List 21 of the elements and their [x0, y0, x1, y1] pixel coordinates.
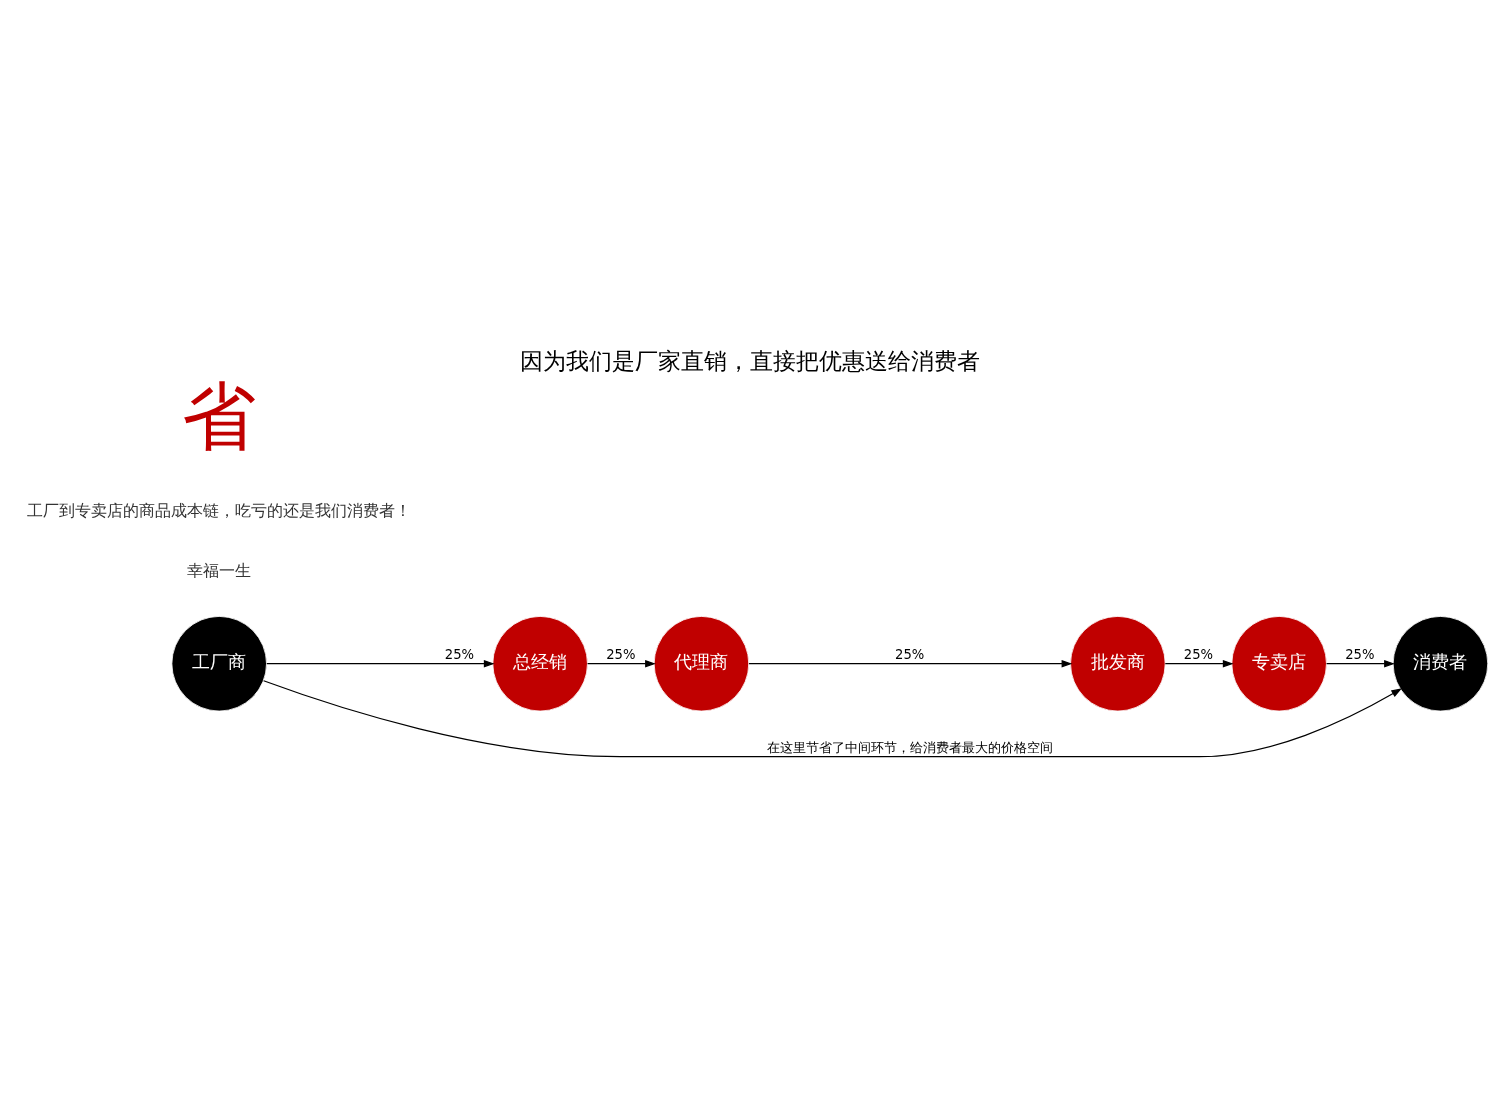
- edge-label: 在这里节省了中间环节，给消费者最大的价格空间: [766, 739, 1053, 755]
- arrow: [1325, 659, 1395, 667]
- edge-label: 25%: [1345, 646, 1375, 662]
- label: 工厂到专卖店的商品成本链，吃亏的还是我们消费者！: [27, 500, 412, 520]
- arrow: [263, 679, 1402, 757]
- arrow: [748, 659, 1073, 667]
- arrow: [586, 659, 656, 667]
- edge-label: 25%: [444, 646, 475, 662]
- label: 幸福一生: [187, 560, 252, 580]
- node-circle: 工厂商: [171, 615, 267, 711]
- edge-label: 25%: [606, 646, 636, 662]
- node-circle: 专卖店: [1231, 615, 1327, 711]
- diagram-title: 因为我们是厂家直销，直接把优惠送给消费者: [520, 347, 980, 374]
- label: 省: [182, 372, 257, 459]
- arrow: [266, 659, 495, 667]
- node-circle: 总经销: [492, 615, 588, 711]
- arrow: [1164, 659, 1234, 667]
- edge-label: 25%: [1183, 646, 1214, 662]
- node-circle: 代理商: [653, 615, 750, 711]
- edge-label: 25%: [895, 646, 925, 662]
- node-circle: 批发商: [1070, 615, 1166, 711]
